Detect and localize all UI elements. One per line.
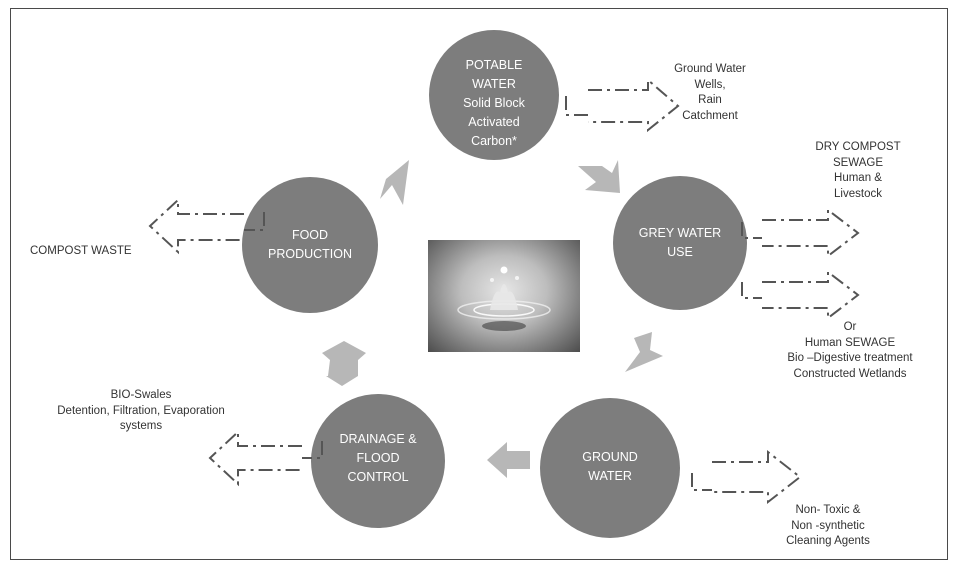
label-line: BIO-Swales [110, 389, 172, 401]
block-arrow-potable-to-grey [578, 160, 620, 193]
node-potable-water-circle [429, 30, 559, 160]
node-grey-water-circle [613, 176, 747, 310]
dash-arrow-potable [565, 77, 680, 133]
label-line: Ground Water [674, 63, 746, 75]
label-line: Livestock [834, 187, 882, 200]
splash-crown [490, 284, 518, 310]
label-line: Catchment [682, 109, 738, 122]
label-line: Detention, Filtration, Evaporation [57, 404, 225, 417]
water-droplet [500, 266, 508, 274]
node-ground-water-circle [540, 398, 680, 538]
splash-reflection [482, 321, 526, 331]
water-droplet [515, 276, 519, 280]
label-line: Human & [834, 172, 882, 184]
block-arrow-drainage-to-food [322, 341, 366, 386]
block-arrow-ground-to-drainage [487, 442, 530, 478]
water-splash-photo [428, 240, 580, 352]
dash-arrow-grey-upper [741, 207, 860, 259]
dash-arrow-grey-lower [741, 269, 860, 321]
label-cleaning-agents: Non- Toxic & Non -synthetic Cleaning Age… [766, 503, 890, 550]
water-droplet [490, 278, 494, 282]
label-line: Non -synthetic [791, 519, 865, 532]
label-line: SEWAGE [832, 156, 884, 169]
node-food-circle [242, 177, 378, 313]
water-splash-illustration [457, 266, 551, 331]
label-line: DRY COMPOST [815, 141, 901, 153]
dash-arrow-ground [691, 449, 802, 505]
node-drainage-circle [311, 394, 445, 528]
label-line: Wells, [694, 78, 726, 91]
label-line: Non- Toxic & [795, 504, 861, 516]
label-line: Human SEWAGE [804, 336, 896, 349]
label-dry-compost: DRY COMPOST SEWAGE Human & Livestock [798, 140, 918, 202]
dash-arrow-food [148, 197, 265, 255]
label-potable-sources: Ground Water Wells, Rain Catchment [650, 62, 770, 124]
label-bio-swales: BIO-Swales Detention, Filtration, Evapor… [26, 388, 256, 435]
label-line: Constructed Wetlands [793, 367, 907, 380]
dash-arrow-drainage [208, 429, 323, 487]
diagram-frame [10, 8, 948, 560]
label-compost-waste: COMPOST WASTE [30, 245, 132, 257]
label-line: Cleaning Agents [786, 535, 870, 547]
label-line: Rain [698, 94, 722, 106]
block-arrow-food-to-potable [380, 160, 409, 205]
label-line: Or [843, 321, 857, 333]
label-line: systems [119, 420, 163, 432]
label-human-sewage: Or Human SEWAGE Bio –Digestive treatment… [760, 320, 940, 382]
label-line: Bio –Digestive treatment [787, 352, 913, 364]
block-arrow-grey-to-ground [625, 332, 663, 372]
